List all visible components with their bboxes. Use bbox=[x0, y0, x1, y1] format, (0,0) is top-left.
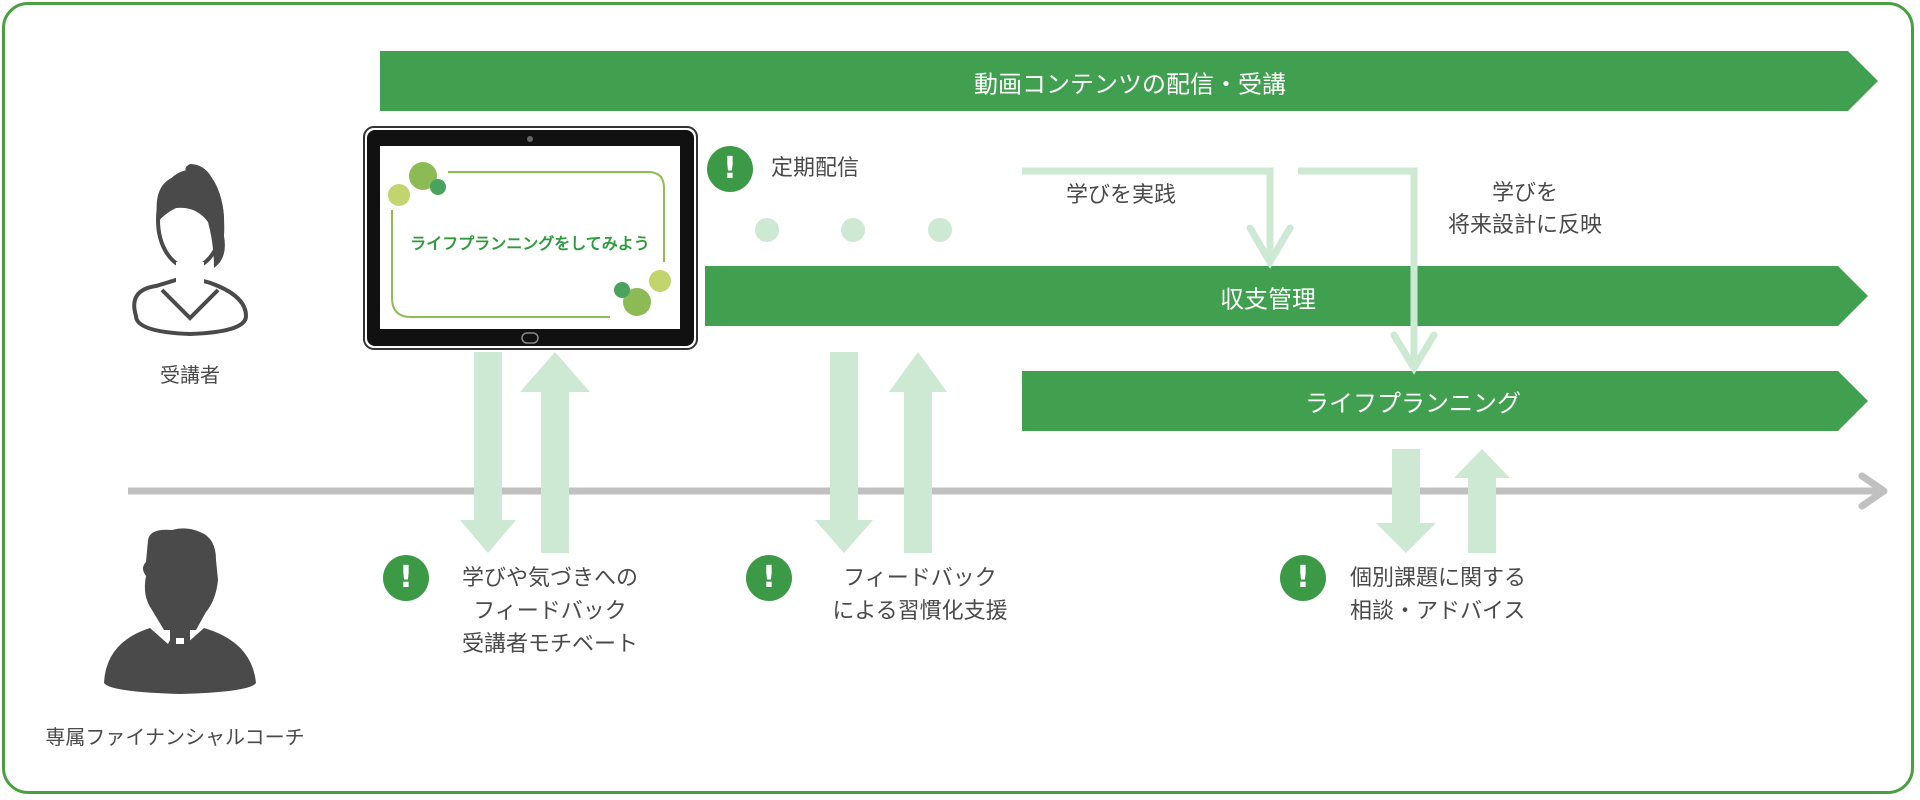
coach-point-2-line-1: フィードバック bbox=[843, 566, 997, 591]
coach-point-1: 学びや気づきへの フィードバック 受講者モチベート bbox=[430, 562, 670, 661]
alert-icon: ! bbox=[707, 146, 753, 192]
alert-icon: ! bbox=[1280, 555, 1326, 601]
coach-point-1-line-3: 受講者モチベート bbox=[461, 632, 638, 657]
tablet-device bbox=[363, 126, 698, 350]
band-budget-management bbox=[705, 266, 1868, 326]
band-video-content bbox=[380, 51, 1878, 111]
band-life-planning bbox=[1022, 371, 1868, 431]
feedback-arrows-1 bbox=[460, 352, 590, 553]
man-user-icon bbox=[104, 528, 256, 694]
woman-user-icon bbox=[132, 164, 249, 337]
feedback-arrows-2 bbox=[815, 352, 947, 553]
tablet-screen-title: ライフプランニングをしてみよう bbox=[410, 234, 650, 253]
feedback-arrows-3 bbox=[1376, 449, 1510, 553]
practice-label: 学びを実践 bbox=[1066, 183, 1177, 208]
coach-point-1-line-1: 学びや気づきへの bbox=[461, 566, 638, 591]
dot-3 bbox=[928, 218, 952, 242]
band-budget-management-label: 収支管理 bbox=[1220, 285, 1316, 314]
band-life-planning-label: ライフプランニング bbox=[1305, 389, 1521, 418]
coach-point-2-line-2: による習慣化支援 bbox=[832, 599, 1008, 624]
coach-point-3: 個別課題に関する 相談・アドバイス bbox=[1350, 562, 1526, 628]
dot-1 bbox=[755, 218, 779, 242]
band-video-content-label: 動画コンテンツの配信・受講 bbox=[974, 70, 1286, 99]
coach-point-2: フィードバック による習慣化支援 bbox=[800, 562, 1040, 628]
coach-point-3-line-2: 相談・アドバイス bbox=[1350, 599, 1526, 624]
alert-icon: ! bbox=[746, 555, 792, 601]
coach-point-1-line-2: フィードバック bbox=[473, 599, 627, 624]
practice-arrow bbox=[1022, 167, 1294, 269]
coach-point-3-line-1: 個別課題に関する bbox=[1350, 566, 1527, 591]
reflect-label: 学びを 将来設計に反映 bbox=[1400, 178, 1650, 242]
coach-label: 専属ファイナンシャルコーチ bbox=[45, 725, 305, 749]
reflect-arrow bbox=[1298, 167, 1438, 375]
dot-2 bbox=[841, 218, 865, 242]
timeline-arrow bbox=[128, 472, 1888, 510]
periodic-delivery-label: 定期配信 bbox=[771, 156, 860, 181]
reflect-label-line-2: 将来設計に反映 bbox=[1447, 213, 1602, 238]
alert-icon: ! bbox=[383, 555, 429, 601]
learner-label: 受講者 bbox=[160, 363, 220, 387]
reflect-label-line-1: 学びを bbox=[1491, 181, 1558, 206]
